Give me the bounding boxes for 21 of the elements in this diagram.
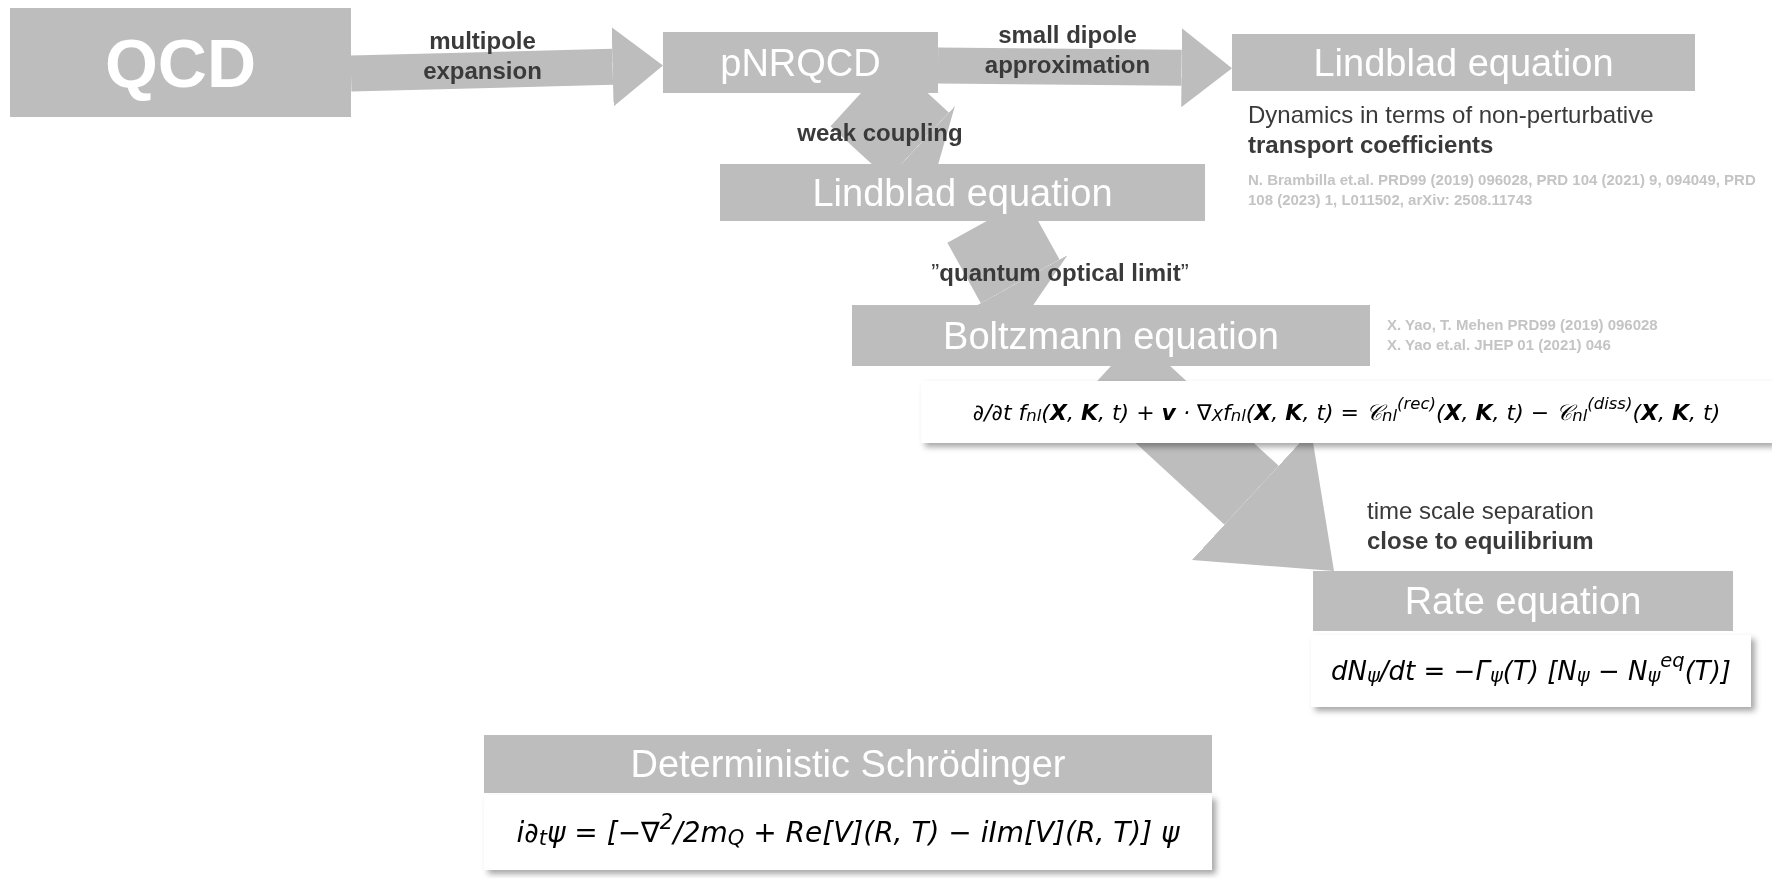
arrow [937, 28, 1232, 108]
equation: i∂$_{t}$ψ = [−∇$^{2}$/2m$_{Q}$ + Re[V](R, T) − iIm[V](R, T)] ψ [484, 795, 1212, 870]
description-text: Dynamics in terms of non-perturbative transport coefficients [1248, 100, 1655, 160]
process-box: Rate equation [1313, 571, 1733, 631]
edge-label: weak coupling [796, 118, 964, 148]
equation: dN$_{ψ}$/dt = −Γ$_{ψ}$(T) [N$_{ψ}$ − N$_{ψ}$$^{eq}$(T)] [1311, 635, 1751, 707]
equation: ∂/∂t f$_{nl}$(X, K, t) + v · ∇$_{X}$f$_{nl}$(X, K, t) = 𝒞$_{nl}$$^{(rec)}$(X, K, t) − 𝒞$_{nl}$$^{(diss)}$(X, K, t) [921, 381, 1772, 443]
process-box: Deterministic Schrödinger [484, 735, 1212, 793]
citation-text: N. Brambilla et.al. PRD99 (2019) 096028, PRD 104 (2021) 9, 094049, PRD 108 (2023) 1, L011502, arXiv: 2508.11743 [1248, 170, 1757, 210]
process-box: Lindblad equation [720, 164, 1205, 221]
process-box: QCD [10, 8, 351, 117]
edge-label: ”quantum optical limit” [930, 258, 1190, 288]
edge-label: small dipole approximation [983, 20, 1152, 80]
process-box: Boltzmann equation [852, 305, 1370, 366]
citation-text: X. Yao, T. Mehen PRD99 (2019) 096028 [1387, 316, 1659, 335]
edge-label: time scale separation close to equilibrium [1367, 496, 1595, 556]
arrow [350, 27, 663, 107]
process-box: pNRQCD [663, 32, 938, 93]
edge-label: multipole expansion [422, 26, 543, 86]
process-box: Lindblad equation [1232, 34, 1695, 91]
citation-text: X. Yao et.al. JHEP 01 (2021) 046 [1387, 336, 1612, 355]
